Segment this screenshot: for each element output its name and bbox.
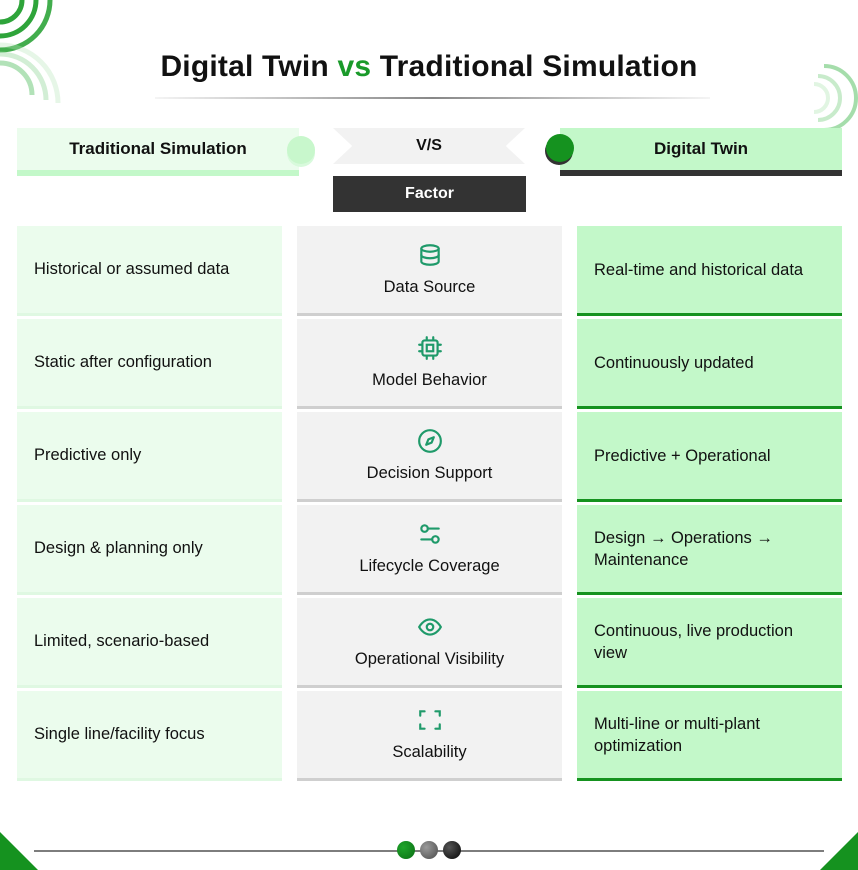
- traditional-cell: Static after configuration: [17, 319, 282, 409]
- traditional-cell: Limited, scenario-based: [17, 598, 282, 688]
- factor-cell: Lifecycle Coverage: [297, 505, 562, 595]
- digital-twin-cell: Multi-line or multi-plant optimization: [577, 691, 842, 781]
- factor-cell: Model Behavior: [297, 319, 562, 409]
- factor-cell: Decision Support: [297, 412, 562, 502]
- digital-twin-cell: Design → Operations → Maintenance: [577, 505, 842, 595]
- header-traditional-simulation: Traditional Simulation: [17, 128, 299, 176]
- vs-banner: V/S: [333, 128, 525, 164]
- scan-frame-icon: [417, 707, 443, 733]
- title-divider: [155, 97, 710, 99]
- digital-twin-cell: Continuous, live production view: [577, 598, 842, 688]
- factor-label: Data Source: [383, 278, 476, 296]
- decorative-arcs-icon: [0, 0, 61, 104]
- header-left-dot: [287, 136, 315, 164]
- factor-label: Scalability: [392, 743, 467, 761]
- corner-triangle-left: [0, 832, 38, 870]
- digital-twin-cell: Continuously updated: [577, 319, 842, 409]
- footer-dot-black: [443, 841, 461, 859]
- traditional-cell: Design & planning only: [17, 505, 282, 595]
- eye-icon: [417, 614, 443, 640]
- title-vs: vs: [337, 50, 372, 83]
- traditional-cell: Historical or assumed data: [17, 226, 282, 316]
- page-title: Digital Twin vs Traditional Simulation: [0, 50, 858, 84]
- digital-twin-column: Real-time and historical data Continuous…: [577, 226, 842, 781]
- corner-triangle-right: [820, 832, 858, 870]
- factor-cell: Data Source: [297, 226, 562, 316]
- footer-dot-green: [397, 841, 415, 859]
- chip-icon: [417, 335, 443, 361]
- factor-column: Data Source Model Behavior Decision Supp…: [297, 226, 562, 781]
- database-icon: [417, 242, 443, 268]
- factor-cell: Operational Visibility: [297, 598, 562, 688]
- factor-label: Decision Support: [366, 464, 493, 482]
- traditional-cell: Predictive only: [17, 412, 282, 502]
- digital-twin-cell: Real-time and historical data: [577, 226, 842, 316]
- traditional-cell: Single line/facility focus: [17, 691, 282, 781]
- title-part-1: Digital Twin: [160, 50, 338, 83]
- traditional-column: Historical or assumed data Static after …: [17, 226, 282, 781]
- digital-twin-cell: Predictive + Operational: [577, 412, 842, 502]
- factor-cell: Scalability: [297, 691, 562, 781]
- factor-header: Factor: [333, 176, 526, 212]
- factor-label: Lifecycle Coverage: [359, 557, 500, 575]
- footer-dot-gray: [420, 841, 438, 859]
- decorative-arcs-icon: [814, 64, 858, 132]
- factor-label: Operational Visibility: [354, 650, 505, 668]
- header-right-dot: [546, 134, 574, 162]
- factor-label: Model Behavior: [372, 371, 487, 389]
- header-digital-twin: Digital Twin: [560, 128, 842, 176]
- title-part-2: Traditional Simulation: [371, 50, 698, 83]
- toggles-icon: [417, 521, 443, 547]
- compass-icon: [417, 428, 443, 454]
